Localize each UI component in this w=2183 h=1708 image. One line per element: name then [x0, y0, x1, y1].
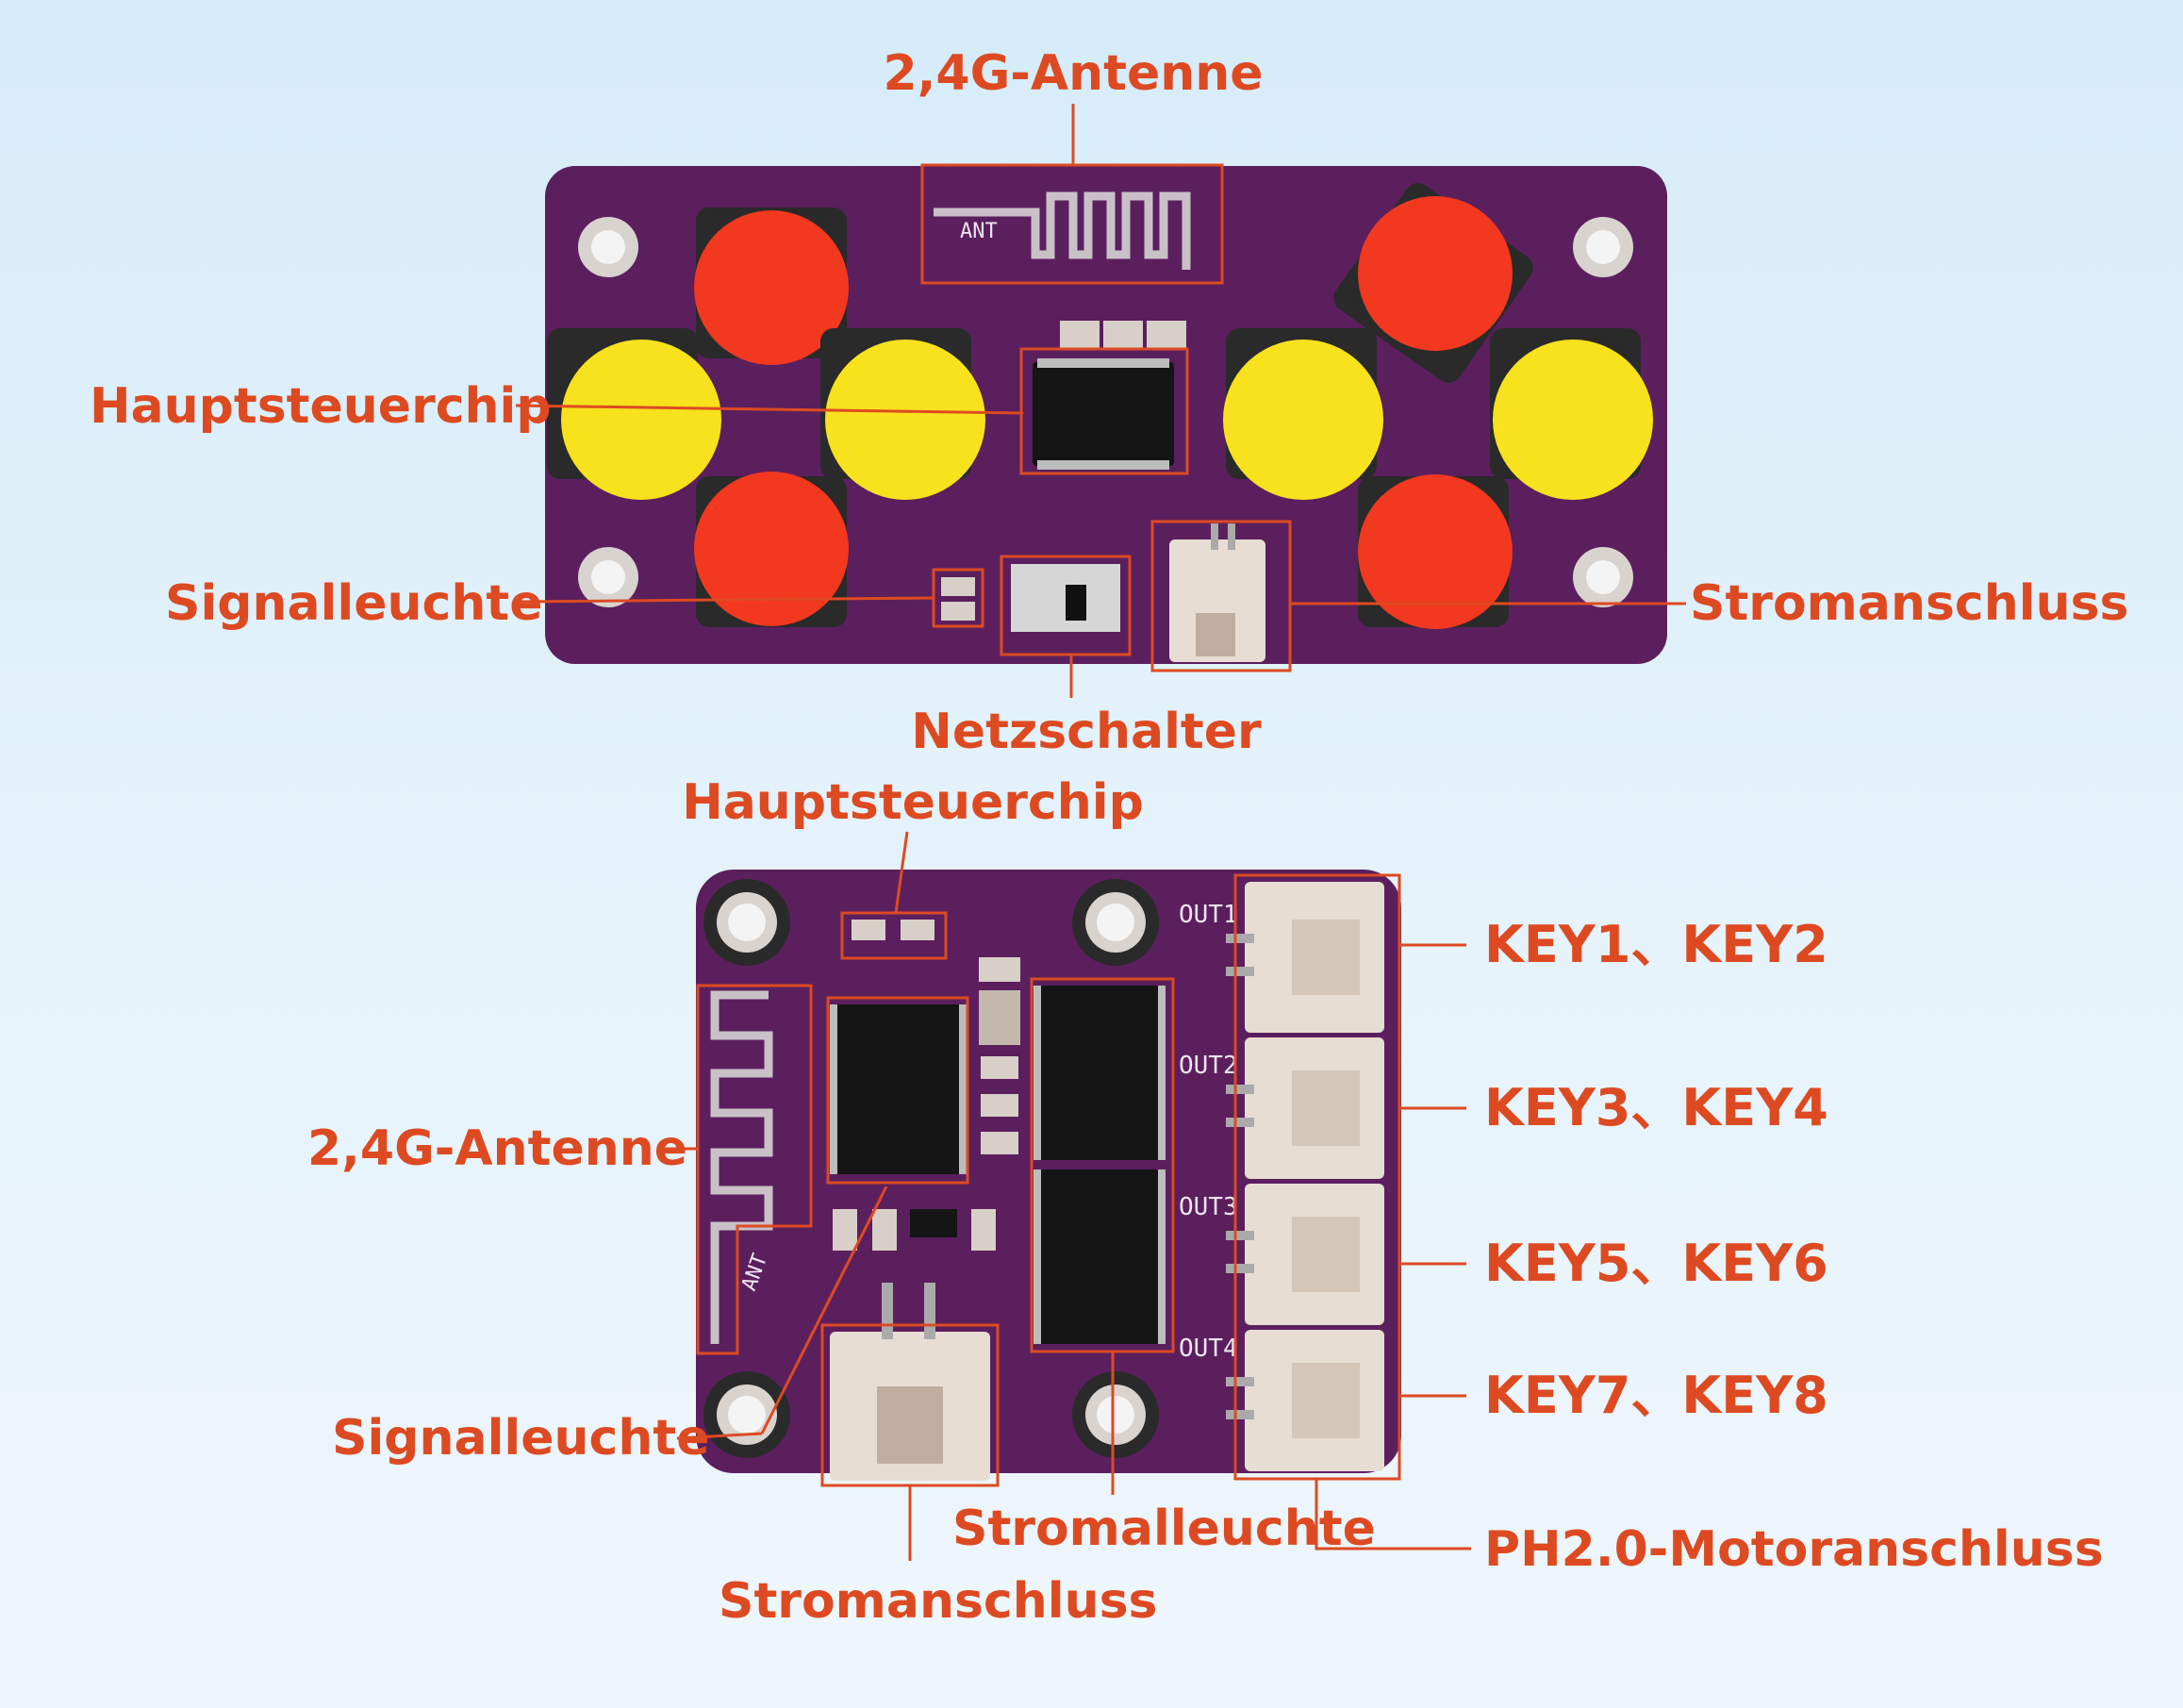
transmitter-power-connector: [1169, 523, 1265, 662]
button-red-bottom-right[interactable]: [1358, 474, 1513, 629]
transmitter-antenna: ANT: [934, 191, 1191, 270]
motor-connector-2: [1226, 1037, 1384, 1179]
silk-out-3: OUT3: [1179, 1193, 1238, 1221]
button-yellow-left-left[interactable]: [561, 340, 721, 500]
switch-highlight-box: [1000, 555, 1132, 656]
receiver-top-led-highlight: [840, 911, 948, 960]
receiver-driver-chips: [1034, 986, 1166, 1344]
label-key-5-6: KEY5、KEY6: [1484, 1234, 1828, 1293]
chip-highlight-box: [1019, 347, 1189, 475]
receiver-power-connector: [830, 1283, 990, 1481]
mounting-hole-bottom-right: [1573, 547, 1633, 607]
label-transmitter-signal-light: Signalleuchte: [165, 575, 543, 632]
label-key-1-2: KEY1、KEY2: [1484, 915, 1828, 974]
antenna-silk-label: ANT: [960, 220, 998, 243]
motor-connector-4: [1226, 1330, 1384, 1471]
left-button-group: [547, 207, 985, 627]
power-switch[interactable]: [1011, 564, 1120, 632]
receiver-main-chip: [830, 1004, 967, 1174]
receiver-hole-top-center: [1072, 879, 1159, 966]
button-red-bottom-left[interactable]: [694, 472, 849, 626]
mounting-hole-top-right: [1573, 217, 1633, 277]
label-motor-port: PH2.0-Motoranschluss: [1484, 1521, 2104, 1578]
button-red-top-right[interactable]: [1358, 196, 1513, 351]
label-receiver-antenna: 2,4G-Antenne: [307, 1120, 687, 1177]
receiver-driver-highlight: [1030, 977, 1175, 1353]
label-key-3-4: KEY3、KEY4: [1484, 1078, 1828, 1137]
right-button-group: [1223, 183, 1653, 629]
silk-out-1: OUT1: [1179, 901, 1238, 929]
receiver-leader-lines: [666, 831, 1471, 1561]
transmitter-main-chip: [1033, 321, 1186, 470]
label-transmitter-power-port: Stromanschluss: [1690, 575, 2129, 632]
transmitter-signal-light: [941, 577, 975, 621]
motor-connectors: [1226, 882, 1384, 1471]
transmitter-board: ANT: [545, 163, 1667, 672]
receiver-antenna-highlight: [696, 984, 813, 1355]
receiver-board: ANT: [696, 870, 1401, 1487]
receiver-chip-highlight: [826, 996, 969, 1185]
button-yellow-left-right[interactable]: [825, 340, 985, 500]
receiver-signal-led-pads: [852, 920, 934, 940]
motor-connector-1: [1226, 882, 1384, 1033]
label-key-7-8: KEY7、KEY8: [1484, 1366, 1828, 1425]
button-yellow-right-left[interactable]: [1223, 340, 1383, 500]
receiver-hole-bottom-left: [703, 1371, 790, 1458]
label-receiver-main-chip: Hauptsteuerchip: [682, 774, 1144, 831]
receiver-hole-top-left: [703, 879, 790, 966]
receiver-hole-bottom-center: [1072, 1371, 1159, 1458]
mounting-hole-bottom-left: [578, 547, 638, 607]
label-receiver-power-port: Stromanschluss: [719, 1573, 1158, 1630]
button-red-top-left[interactable]: [694, 210, 849, 365]
out-silk-labels: OUT1 OUT2 OUT3 OUT4: [1179, 901, 1238, 1363]
motor-connector-3: [1226, 1184, 1384, 1325]
label-power-switch: Netzschalter: [911, 704, 1262, 760]
connector-highlight-box: [1150, 520, 1292, 672]
receiver-passive-components: [833, 957, 1020, 1251]
button-yellow-right-right[interactable]: [1493, 340, 1653, 500]
transmitter-leader-lines: [515, 104, 1686, 698]
silk-out-4: OUT4: [1179, 1335, 1238, 1363]
label-receiver-power-light: Stromalleuchte: [952, 1501, 1376, 1557]
label-transmitter-antenna: 2,4G-Antenne: [883, 45, 1263, 102]
label-receiver-signal-light: Signalleuchte: [332, 1410, 710, 1467]
silk-out-2: OUT2: [1179, 1052, 1238, 1080]
label-transmitter-main-chip: Hauptsteuerchip: [90, 378, 552, 435]
mounting-hole-top-left: [578, 217, 638, 277]
